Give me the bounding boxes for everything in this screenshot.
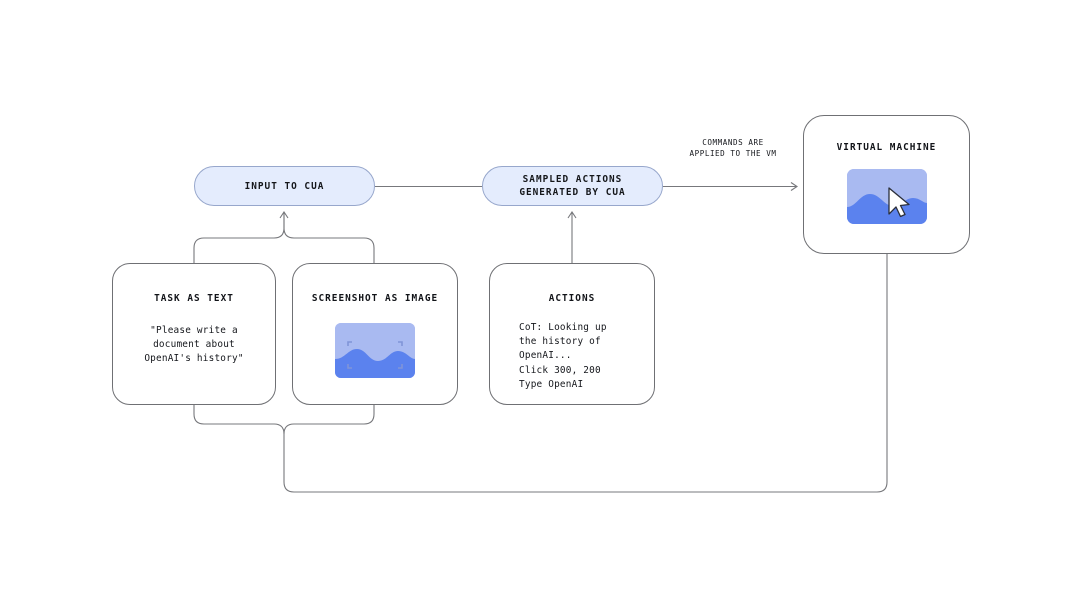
- screenshot-thumbnail-icon: [335, 323, 415, 378]
- task-body: "Please write a document about OpenAI's …: [144, 325, 244, 365]
- edge-feedback-split-left: [193, 405, 285, 435]
- edge-screenshot-merge-up: [283, 212, 375, 263]
- pill-sampled-label: SAMPLED ACTIONS GENERATED BY CUA: [519, 174, 626, 198]
- actions-body: CoT: Looking up the history of OpenAI...…: [519, 322, 607, 390]
- arrowhead-to-input: [279, 211, 289, 219]
- pill-input-to-cua[interactable]: INPUT TO CUA: [194, 166, 375, 206]
- node-task-as-text[interactable]: TASK AS TEXT "Please write a document ab…: [112, 263, 276, 405]
- screenshot-title: SCREENSHOT AS IMAGE: [311, 293, 439, 304]
- pill-sampled-actions[interactable]: SAMPLED ACTIONS GENERATED BY CUA: [482, 166, 663, 206]
- task-title: TASK AS TEXT: [154, 293, 234, 304]
- actions-title: ACTIONS: [548, 293, 596, 304]
- vm-screen-thumbnail-icon: [846, 169, 927, 224]
- edge-feedback-split-right: [283, 405, 375, 435]
- cursor-icon: [887, 187, 910, 218]
- node-actions[interactable]: ACTIONS CoT: Looking up the history of O…: [489, 263, 655, 405]
- pill-input-label: INPUT TO CUA: [244, 180, 325, 192]
- node-screenshot-as-image[interactable]: SCREENSHOT AS IMAGE: [292, 263, 458, 405]
- arrowhead-to-vm: [790, 182, 798, 191]
- arrowhead-to-sampled: [567, 211, 577, 219]
- edge-task-merge-up: [193, 212, 285, 263]
- vm-title: VIRTUAL MACHINE: [836, 142, 937, 153]
- edge-label-commands-applied: COMMANDS ARE APPLIED TO THE VM: [689, 138, 777, 158]
- node-virtual-machine[interactable]: VIRTUAL MACHINE: [803, 115, 970, 254]
